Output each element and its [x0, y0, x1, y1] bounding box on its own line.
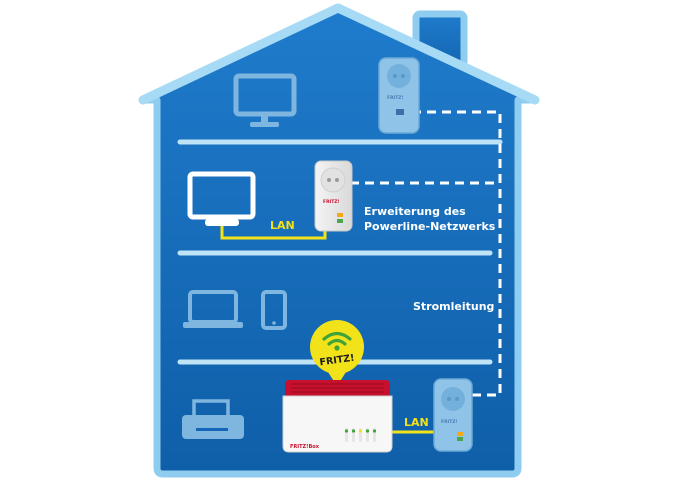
adapter-brand-label: FRITZ!: [441, 419, 458, 425]
printer-icon: [182, 399, 244, 439]
adapter-brand-label: FRITZ!: [323, 199, 340, 205]
powerline-adapter-middle: FRITZ!: [314, 160, 353, 232]
wifi-icon: [322, 331, 352, 346]
monitor-icon: [187, 171, 256, 226]
smartphone-icon: [261, 290, 287, 330]
router-leds: [344, 428, 377, 442]
badge-text: FRITZ!: [319, 353, 355, 369]
router-brand-label: FRITZ!Box: [290, 444, 320, 450]
extension-label-line2: Powerline-Netzwerks: [364, 220, 496, 233]
powerline-adapter-bottom: FRITZ!: [433, 378, 473, 452]
adapter-brand-label: FRITZ!: [387, 95, 404, 101]
power-line-top: [412, 110, 502, 397]
lan-label-upper: LAN: [270, 219, 295, 232]
powerline-adapter-top: FRITZ!: [378, 57, 420, 134]
house: [138, 3, 540, 478]
power-line-path: [350, 110, 502, 397]
fritz-wifi-badge: FRITZ!: [310, 320, 364, 386]
laptop-icon: [183, 290, 243, 328]
lan-label-lower: LAN: [404, 416, 429, 429]
monitor-icon: [233, 73, 297, 127]
fritzbox-router: FRITZ!Box: [282, 380, 393, 453]
power-line-label: Stromleitung: [413, 300, 494, 313]
extension-label-line1: Erweiterung des: [364, 205, 466, 218]
